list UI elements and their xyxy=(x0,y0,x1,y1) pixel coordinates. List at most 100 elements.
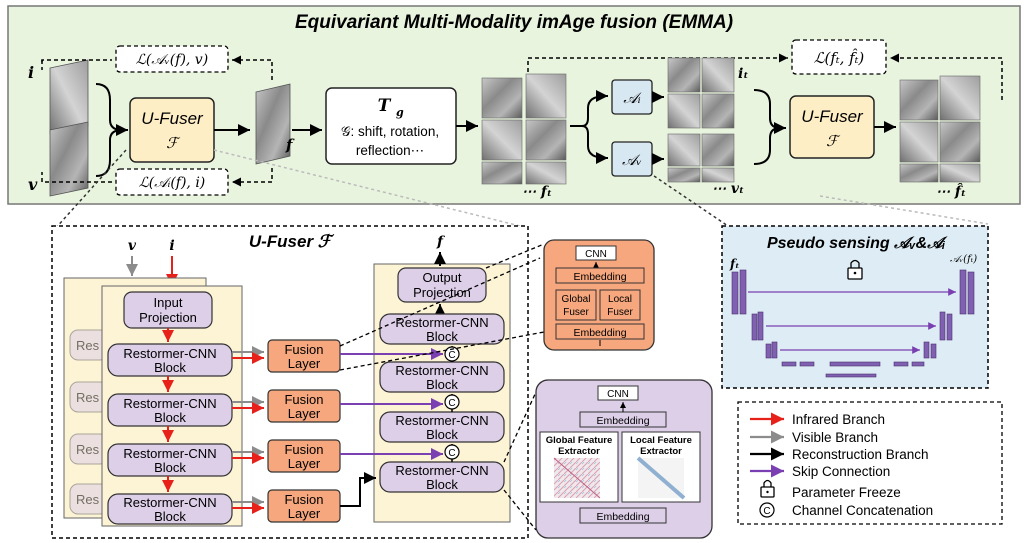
pseudo-title: Pseudo sensing 𝒜ᵥ&𝒜ᵢ xyxy=(767,235,948,252)
local-fuser-line2: Fuser xyxy=(607,307,633,318)
loss-bottom: ℒ(𝒜ᵢ(f), i) xyxy=(41,168,273,196)
pseudo-sensor-av: 𝒜ᵥ xyxy=(611,141,653,177)
svg-text:Res: Res xyxy=(76,390,100,405)
fusion3-line1: Fusion xyxy=(284,442,323,457)
local-extractor-line2: Extractor xyxy=(640,446,682,457)
main-title: Equivariant Multi-Modality imAge fusion … xyxy=(295,12,733,33)
dec4-line1: Restormer-CNN xyxy=(395,463,488,478)
legend-infrared-label: Infrared Branch xyxy=(792,412,885,427)
dec2-line2: Block xyxy=(426,377,458,392)
dec3-line2: Block xyxy=(426,427,458,442)
ft-label: ⋯ fₜ xyxy=(522,184,552,200)
ufuser-top-1-symbol: ℱ xyxy=(166,134,181,152)
restormer-zoom: CNN Embedding Global Feature Extractor L… xyxy=(535,379,713,539)
decoder-block-2: Restormer-CNN Block xyxy=(379,361,505,393)
encoder-block-1: Restormer-CNN Block xyxy=(107,328,233,377)
fusion2-line2: Layer xyxy=(288,406,321,421)
global-extractor-line2: Extractor xyxy=(558,446,600,457)
fusion4-line2: Layer xyxy=(288,506,321,521)
it-label: iₜ xyxy=(738,66,749,82)
transform-line2: reflection⋯ xyxy=(356,143,424,158)
svg-text:C: C xyxy=(448,350,455,361)
fusion-layer-2: Fusion Layer xyxy=(267,389,341,423)
vt-images xyxy=(667,133,735,183)
loss-top: ℒ(𝒜ᵥ(f), v) xyxy=(41,45,273,80)
input-projection: Input Projection xyxy=(123,291,213,329)
ufuser-top-2-label: U-Fuser xyxy=(801,107,864,126)
concat-icon-3: C xyxy=(444,444,460,462)
output-projection-line1: Output xyxy=(422,270,461,285)
dec1-line2: Block xyxy=(426,329,458,344)
enc1-line2: Block xyxy=(154,360,186,375)
dec3-line1: Restormer-CNN xyxy=(395,413,488,428)
decoder-block-3: Restormer-CNN Block xyxy=(379,411,505,443)
restormer-zoom-cnn: CNN xyxy=(607,389,629,400)
output-f-label: f xyxy=(285,136,295,154)
vt-label: ⋯ vₜ xyxy=(712,181,744,197)
concat-icon-2: C xyxy=(444,394,460,412)
input-images xyxy=(49,59,89,197)
fusion-zoom-embed-top: Embedding xyxy=(573,271,626,283)
encoder-block-3: Restormer-CNN Block xyxy=(107,426,233,477)
decoder-block-4: Restormer-CNN Block xyxy=(379,461,505,493)
fusion-zoom-cnn: CNN xyxy=(585,249,607,260)
legend-concat-label: Channel Concatenation xyxy=(792,503,933,518)
legend-infrared: Infrared Branch xyxy=(750,412,885,427)
it-images xyxy=(667,57,735,129)
av-label: 𝒜ᵥ xyxy=(622,151,642,169)
fhat-label: ⋯ f̂ₜ xyxy=(936,182,966,200)
fusion-zoom: CNN Embedding Global Fuser Local Fuser E… xyxy=(543,239,655,351)
loss-right: ℒ(fₜ, f̂ₜ) xyxy=(791,39,887,75)
legend-reconstruction: Reconstruction Branch xyxy=(750,447,929,462)
legend-freeze-label: Parameter Freeze xyxy=(792,485,901,500)
global-fuser-line2: Fuser xyxy=(563,307,589,318)
detail-i-label: i xyxy=(169,238,174,254)
dec2-line1: Restormer-CNN xyxy=(395,363,488,378)
svg-text:C: C xyxy=(763,506,770,517)
transform-title: T xyxy=(378,96,392,116)
loss-bottom-label: ℒ(𝒜ᵢ(f), i) xyxy=(139,175,206,191)
split-brace xyxy=(581,95,607,159)
loss-right-label: ℒ(fₜ, f̂ₜ) xyxy=(814,49,865,67)
global-extractor-line1: Global Feature xyxy=(546,435,613,446)
loss-top-label: ℒ(𝒜ᵥ(f), v) xyxy=(136,52,208,68)
legend: Infrared Branch Visible Branch Reconstru… xyxy=(737,401,1003,525)
pseudo-in-label: fₜ xyxy=(729,257,740,271)
fusion3-line2: Layer xyxy=(288,456,321,471)
legend-visible: Visible Branch xyxy=(750,430,878,445)
fusion-layer-1: Fusion Layer xyxy=(267,339,341,373)
fusion-layer-4: Fusion Layer xyxy=(267,489,341,523)
dec1-line1: Restormer-CNN xyxy=(395,315,488,330)
pseudo-sensing-panel: Pseudo sensing 𝒜ᵥ&𝒜ᵢ fₜ 𝒜ᵥ(fₜ) xyxy=(721,225,989,389)
legend-skip: Skip Connection xyxy=(750,464,890,479)
ufuser-top-1-label: U-Fuser xyxy=(141,109,204,128)
fusion4-line1: Fusion xyxy=(284,492,323,507)
transformed-images-ft xyxy=(481,73,567,185)
transform-box: T g 𝒢: shift, rotation, reflection⋯ xyxy=(325,87,457,165)
enc4-line2: Block xyxy=(154,509,186,524)
fusion-zoom-embed-bottom: Embedding xyxy=(573,327,626,339)
legend-freeze: Parameter Freeze xyxy=(760,479,901,500)
legend-lock-icon xyxy=(760,479,775,498)
output-projection: Output Projection xyxy=(397,267,487,303)
ai-label: 𝒜ᵢ xyxy=(623,89,642,107)
decoder-block-1: Restormer-CNN Block xyxy=(379,313,505,345)
fusion1-line2: Layer xyxy=(288,356,321,371)
input-i-label: i xyxy=(28,63,34,82)
output-projection-line2: Projection xyxy=(413,285,471,300)
input-v-label: v xyxy=(28,175,38,194)
dec4-line2: Block xyxy=(426,477,458,492)
transform-subscript: g xyxy=(396,106,404,119)
svg-text:Res: Res xyxy=(76,492,100,507)
legend-skip-label: Skip Connection xyxy=(792,464,890,479)
encoder-block-2: Restormer-CNN Block xyxy=(107,376,233,427)
local-fuser-line1: Local xyxy=(608,294,632,305)
local-extractor-line1: Local Feature xyxy=(630,435,692,446)
enc3-line1: Restormer-CNN xyxy=(123,446,216,461)
restormer-zoom-embed-bottom: Embedding xyxy=(596,511,649,523)
enc-to-fusion-arrows xyxy=(232,346,264,514)
fusion-layer-3: Fusion Layer xyxy=(267,439,341,473)
ghost-blocks: Res Res Res Res xyxy=(69,329,109,515)
